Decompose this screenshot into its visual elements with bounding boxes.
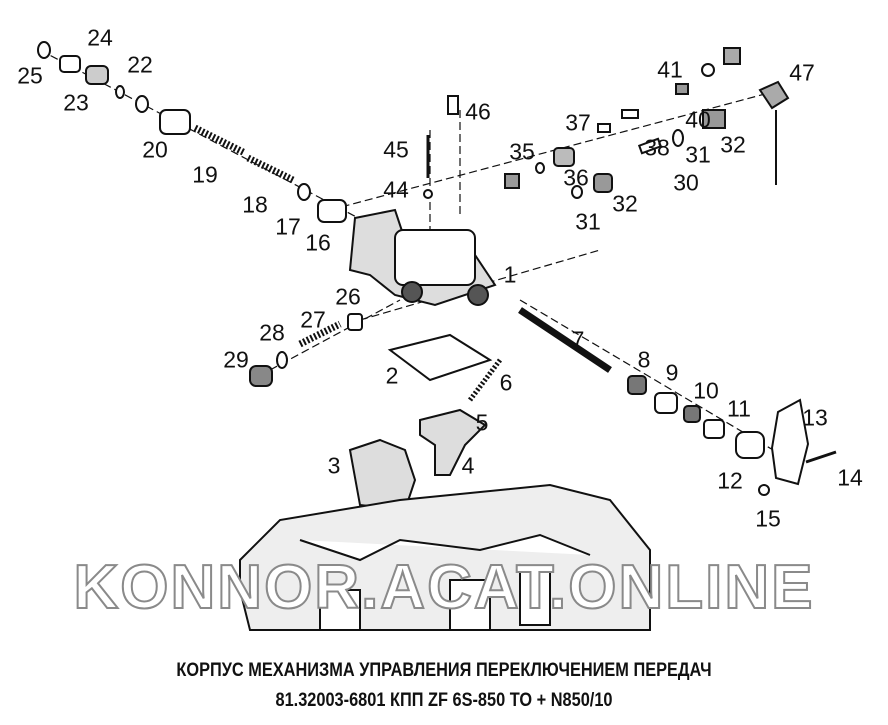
callout-label: 13: [802, 404, 828, 431]
callout-label: 4: [461, 452, 475, 479]
watermark: KONNOR.ACAT.ONLINE: [73, 552, 815, 623]
callout-label: 16: [305, 229, 331, 256]
callout-label: 32: [720, 131, 746, 158]
callout-label: 1: [503, 261, 517, 288]
callout-label: 35: [509, 138, 535, 165]
callout-label: 8: [637, 346, 651, 373]
callout-label: 30: [673, 169, 699, 196]
callout-label: 36: [563, 164, 589, 191]
callout-label: 18: [242, 191, 268, 218]
callout-label: 6: [499, 369, 513, 396]
diagram-subtitle: 81.32003-6801 КПП ZF 6S-850 TO + N850/10: [275, 690, 613, 711]
callout-label: 17: [275, 213, 301, 240]
callout-label: 11: [727, 395, 751, 422]
callout-label: 47: [789, 59, 815, 86]
callout-label: 2: [385, 362, 399, 389]
callout-label: 32: [612, 190, 638, 217]
callout-label: 25: [17, 62, 43, 89]
callout-label: 12: [717, 467, 743, 494]
callout-label: 3: [327, 452, 341, 479]
callout-label: 45: [383, 136, 409, 163]
callout-label: 10: [693, 377, 719, 404]
callout-label: 24: [87, 24, 113, 51]
callout-label: 28: [259, 319, 285, 346]
callout-label: 9: [665, 359, 679, 386]
callout-label: 22: [127, 51, 153, 78]
callout-label: 46: [465, 98, 491, 125]
callout-label: 40: [685, 106, 711, 133]
callout-label: 27: [300, 306, 326, 333]
callout-label: 29: [223, 346, 249, 373]
callout-label: 20: [142, 136, 168, 163]
callout-label: 7: [571, 326, 585, 353]
callout-label: 37: [565, 109, 591, 136]
callout-label: 31: [575, 208, 601, 235]
callout-label: 19: [192, 161, 218, 188]
callout-label: 38: [644, 134, 670, 161]
callout-label: 23: [63, 89, 89, 116]
callout-label: 5: [475, 409, 489, 436]
callout-label: 31: [685, 141, 711, 168]
callout-label: 44: [383, 176, 409, 203]
callout-label: 15: [755, 505, 781, 532]
diagram-title: КОРПУС МЕХАНИЗМА УПРАВЛЕНИЯ ПЕРЕКЛЮЧЕНИЕ…: [176, 660, 712, 681]
callout-label: 26: [335, 283, 361, 310]
callout-label: 41: [657, 56, 683, 83]
callout-label: 14: [837, 464, 863, 491]
